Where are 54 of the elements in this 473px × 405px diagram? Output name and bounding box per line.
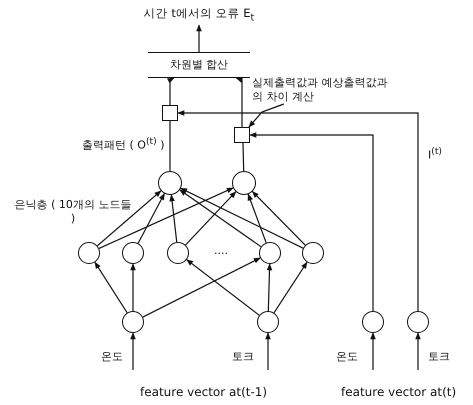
arrow [248,194,267,243]
summation-band [148,52,250,78]
layer-label: 출력패턴 ( O$^{(t)}$ ) [82,136,164,152]
arrow [130,332,136,370]
signal-label: I$^{(t)}$ [428,146,442,162]
arrow [415,332,421,370]
arrow [252,191,306,246]
arrow [196,24,202,52]
output-node-circle [232,171,256,195]
arrow [180,188,304,249]
arrow [186,259,260,316]
hidden-node-circle [259,242,281,264]
arrow [265,332,271,370]
arrow [98,187,234,250]
layer-label: 은닉층 ( 10개의 노드들 ) [14,198,132,226]
input-label: 온도 [101,350,123,364]
arrow [130,263,136,311]
annotation-text: 실제출력값과 예상출력값과의 차이 계산 [252,76,388,104]
arrow [177,110,419,311]
vector-label: feature vector at(t-1) [140,385,268,400]
arrow [138,193,165,244]
connector-line [169,120,171,171]
ellipsis-mark: .... [214,244,228,258]
input-label: 토크 [428,350,450,364]
arrow [266,263,272,312]
hidden-node-circle [78,242,100,264]
arrow [236,77,244,127]
arrow [169,194,178,242]
vector-label: feature vector at(t) [341,385,456,400]
input-node-circle [257,311,279,333]
arrow [96,190,162,246]
arrow [249,132,374,311]
arrow [370,332,376,370]
arrow [179,189,262,248]
arrow [142,257,261,318]
arrow [185,191,236,246]
leader-line [248,103,284,128]
input-label: 온도 [336,350,358,364]
output-node-circle [158,171,182,195]
input-label: 토크 [232,350,254,364]
arrow [166,77,174,105]
input-node-circle [122,311,144,333]
connector-line [242,142,244,172]
comparator-box [162,105,178,121]
hidden-node-circle [122,242,144,264]
arrow [274,262,308,314]
comparator-box [234,127,250,143]
hidden-node-circle [302,242,324,264]
heading-text: 시간 t에서의 오류 E$_{t}$ [144,6,254,24]
input-node-circle [362,311,384,333]
hidden-node-circle [167,242,189,264]
arrow [94,262,128,314]
input-node-circle [407,311,429,333]
band-label: 차원별 합산 [170,58,228,72]
